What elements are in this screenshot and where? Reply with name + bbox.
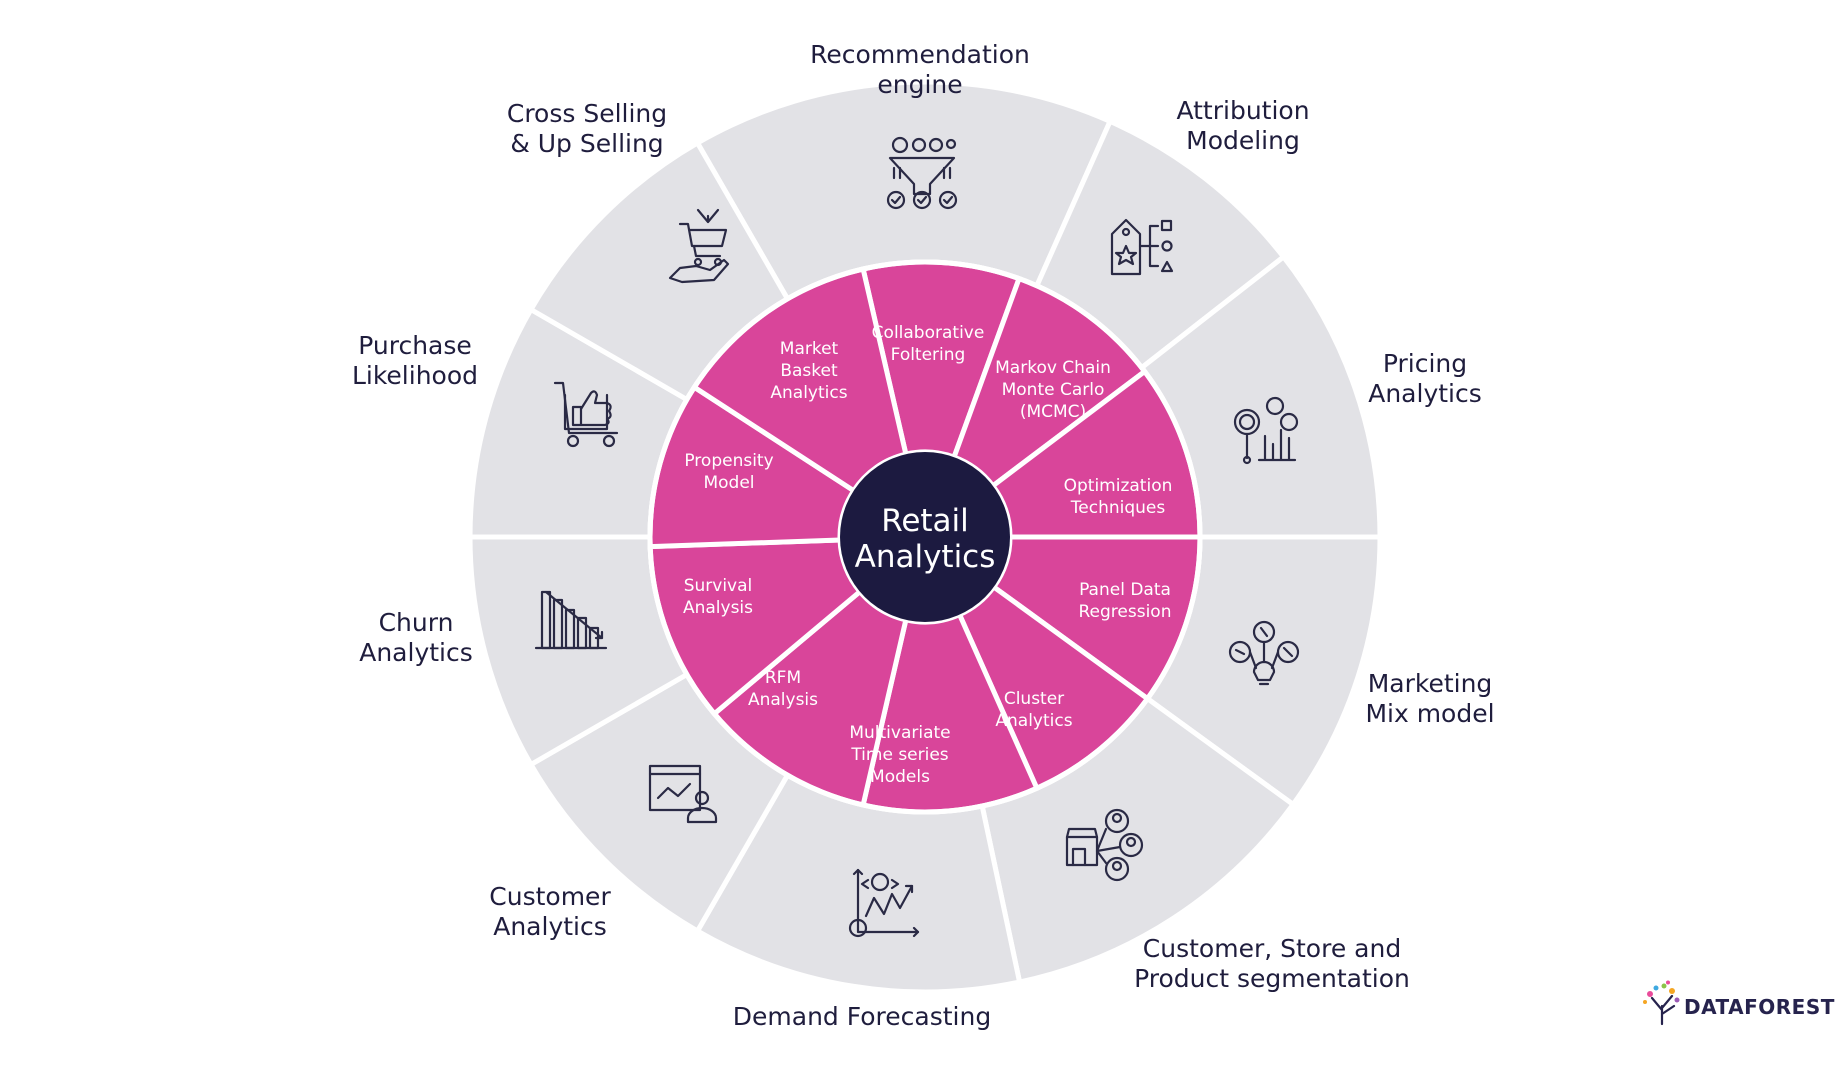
dollar-chart-icon (1233, 396, 1299, 465)
outer-label-churn-analytics: Churn Analytics (359, 608, 473, 667)
outer-label-marketing-mix-model: Marketing Mix model (1365, 669, 1495, 728)
outer-label-recommendation-engine: Recommendation engine (810, 40, 1030, 99)
outer-label-attribution-modeling: Attribution Modeling (1176, 96, 1310, 155)
tree-logo-icon (1643, 980, 1680, 1026)
outer-label-demand-forecasting: Demand Forecasting (732, 1002, 992, 1031)
outer-label-segmentation: Customer, Store and Product segmentation (1134, 934, 1410, 993)
outer-label-pricing-analytics: Pricing Analytics (1368, 349, 1482, 408)
dataforest-logo: DATAFOREST (1640, 980, 1834, 1028)
analytics-user-icon (648, 764, 718, 824)
outer-label-cross-selling: Cross Selling & Up Selling (506, 99, 668, 158)
lightbulb-icon (1228, 620, 1300, 686)
forecast-chart-icon (848, 868, 920, 938)
price-tag-icon (1110, 218, 1174, 276)
declining-bars-icon (534, 590, 608, 650)
funnel-icon (886, 136, 958, 210)
inner-ring-border (647, 259, 1203, 815)
cart-thumbs-up-icon (553, 381, 619, 448)
center-hub (840, 452, 1010, 622)
logo-text: DATAFOREST (1684, 995, 1835, 1019)
outer-label-purchase-likelihood: Purchase Likelihood (351, 331, 479, 390)
cart-hand-icon (668, 208, 730, 284)
store-network-icon (1065, 808, 1144, 882)
outer-label-customer-analytics: Customer Analytics (489, 882, 611, 941)
